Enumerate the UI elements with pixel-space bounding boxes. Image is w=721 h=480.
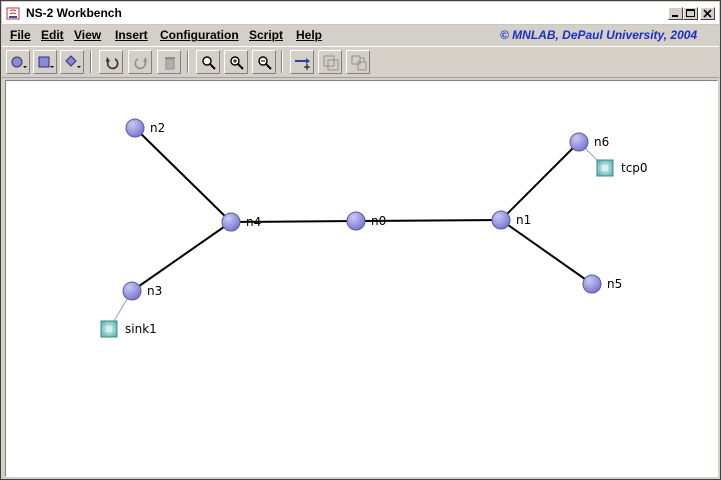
undo-button[interactable] [99, 50, 123, 74]
title-bar[interactable]: NS-2 Workbench [2, 2, 719, 25]
undo-icon [106, 57, 119, 70]
redo-button[interactable] [128, 50, 152, 74]
zoom-in-icon [230, 56, 244, 70]
node-n4[interactable]: n4 [221, 212, 261, 232]
agent-tcp0[interactable]: tcp0 [596, 159, 648, 177]
add-link-icon [295, 58, 310, 70]
maximize-button[interactable] [683, 7, 698, 20]
link-n1-n6[interactable] [500, 141, 580, 221]
zoom-button[interactable] [196, 50, 220, 74]
redo-icon [134, 57, 147, 70]
agent-label: tcp0 [621, 161, 648, 175]
link-n2-n4[interactable] [134, 127, 232, 223]
link-tool-button[interactable] [60, 50, 84, 74]
java-app-icon [6, 7, 20, 20]
window-title: NS-2 Workbench [26, 6, 122, 20]
node-circle[interactable] [122, 281, 142, 301]
agent-label: sink1 [125, 322, 157, 336]
toolbar-separator [90, 51, 92, 73]
node-n1[interactable]: n1 [491, 210, 531, 230]
menu-configuration[interactable]: Configuration [160, 28, 239, 42]
menu-insert[interactable]: Insert [115, 28, 148, 42]
link-n0-n1[interactable] [355, 219, 502, 222]
delete-icon [165, 57, 175, 70]
node-label: n3 [147, 284, 162, 298]
agent-tool-icon [38, 56, 54, 68]
minimize-button[interactable] [668, 7, 683, 20]
minimize-icon [672, 15, 678, 17]
node-tool-icon [11, 56, 27, 68]
node-circle[interactable] [346, 211, 366, 231]
node-circle[interactable] [569, 132, 589, 152]
node-circle[interactable] [221, 212, 241, 232]
link-n4-n3[interactable] [131, 221, 232, 292]
menu-edit[interactable]: Edit [41, 28, 64, 42]
node-n0[interactable]: n0 [346, 211, 386, 231]
node-circle[interactable] [491, 210, 511, 230]
link-n1-n5[interactable] [500, 219, 593, 285]
zoom-out-button[interactable] [252, 50, 276, 74]
node-tool-button[interactable] [6, 50, 30, 74]
maximize-icon [686, 9, 695, 17]
node-label: n6 [594, 135, 609, 149]
node-label: n2 [150, 121, 165, 135]
menu-script[interactable]: Script [249, 28, 284, 42]
copyright-text: © MNLAB, DePaul University, 2004 [500, 28, 698, 42]
node-label: n5 [607, 277, 622, 291]
zoom-icon [202, 56, 216, 70]
node-n2[interactable]: n2 [125, 118, 165, 138]
add-link-button[interactable] [290, 50, 314, 74]
menu-file[interactable]: File [10, 28, 31, 42]
ungroup-icon [351, 55, 367, 71]
node-label: n1 [516, 213, 531, 227]
node-n6[interactable]: n6 [569, 132, 609, 152]
ungroup-button[interactable] [346, 50, 370, 74]
group-icon [323, 55, 339, 71]
node-n3[interactable]: n3 [122, 281, 162, 301]
toolbar-separator [281, 51, 283, 73]
agent-sink1[interactable]: sink1 [100, 320, 157, 338]
toolbar-separator [187, 51, 189, 73]
node-circle[interactable] [582, 274, 602, 294]
agent-box-center [602, 165, 608, 171]
agent-tool-button[interactable] [33, 50, 57, 74]
toolbar [2, 46, 719, 78]
close-icon [703, 9, 712, 18]
menu-view[interactable]: View [74, 28, 102, 42]
node-n5[interactable]: n5 [582, 274, 622, 294]
zoom-in-button[interactable] [224, 50, 248, 74]
group-button[interactable] [318, 50, 342, 74]
node-label: n0 [371, 214, 386, 228]
topology-canvas[interactable]: n0 n1 n2 n3 n4 n5 n6 tcp0 sink1 [5, 80, 718, 477]
link-n4-n0[interactable] [230, 220, 357, 223]
topology-graph: n0 n1 n2 n3 n4 n5 n6 tcp0 sink1 [100, 118, 648, 338]
agent-box-center [106, 326, 112, 332]
link-tool-icon [65, 55, 81, 68]
node-circle[interactable] [125, 118, 145, 138]
node-label: n4 [246, 215, 261, 229]
zoom-out-icon [258, 56, 272, 70]
menu-bar: File Edit View Insert Configuration Scri… [2, 25, 719, 46]
delete-button[interactable] [157, 50, 181, 74]
close-button[interactable] [700, 7, 715, 20]
menu-help[interactable]: Help [296, 28, 323, 42]
